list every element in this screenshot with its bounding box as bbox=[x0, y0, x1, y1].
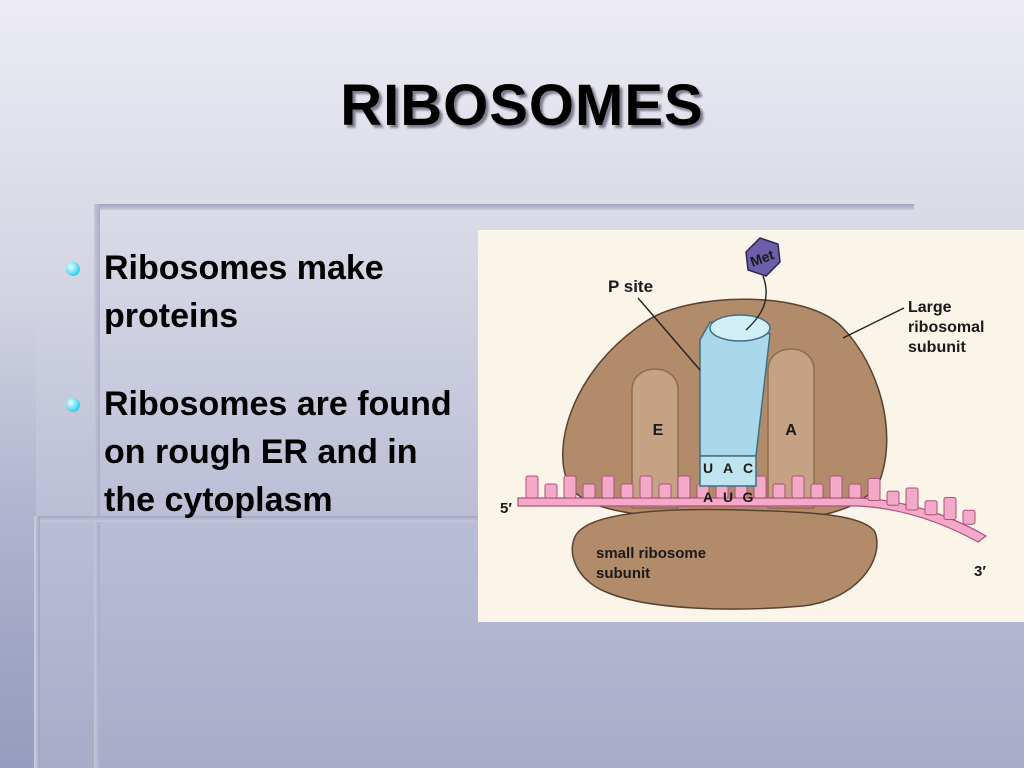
mrna-nucleotide bbox=[924, 500, 938, 516]
met-link-line bbox=[745, 275, 767, 331]
large-subunit-label-line1: Large bbox=[908, 299, 952, 316]
e-site-channel bbox=[631, 368, 679, 509]
trna bbox=[699, 314, 771, 487]
codon-label-u: U bbox=[723, 489, 733, 505]
small-subunit-shape bbox=[571, 508, 878, 610]
mrna-nucleotide bbox=[563, 475, 577, 499]
trna-top bbox=[709, 314, 771, 342]
mrna-nucleotide bbox=[639, 475, 653, 499]
mrna-backbone bbox=[517, 497, 988, 543]
mrna-nucleotide bbox=[943, 497, 957, 520]
ribosome-diagram: Met P site Large ribosomal subunit E A U… bbox=[478, 230, 1024, 622]
large-subunit-label-line3: subunit bbox=[908, 339, 966, 356]
met-hexagon-icon bbox=[745, 237, 781, 277]
three-prime-label: 3′ bbox=[974, 563, 986, 580]
mrna-nucleotide bbox=[658, 483, 672, 499]
large-subunit-label-line2: ribosomal bbox=[908, 319, 984, 336]
mrna-nucleotide bbox=[772, 483, 786, 499]
mrna-nucleotide bbox=[848, 483, 862, 499]
p-site-leader-line bbox=[637, 297, 701, 371]
a-site-label: A bbox=[785, 422, 797, 439]
bullet-text: Ribosomes make proteins bbox=[104, 249, 384, 335]
bullet-dot-icon bbox=[66, 262, 80, 276]
mrna-nucleotide bbox=[620, 483, 634, 499]
mrna-nucleotide bbox=[867, 478, 881, 501]
mrna-nucleotide bbox=[886, 490, 900, 506]
mrna-nucleotide bbox=[753, 475, 767, 499]
bullet-list: Ribosomes make proteins Ribosomes are fo… bbox=[62, 244, 472, 564]
anticodon-label-c: C bbox=[743, 460, 753, 476]
p-site-label: P site bbox=[608, 277, 653, 296]
mrna-nucleotide bbox=[810, 483, 824, 499]
five-prime-label: 5′ bbox=[500, 500, 512, 517]
mrna-nucleotide bbox=[791, 475, 805, 499]
bullet-text: Ribosomes are found on rough ER and in t… bbox=[104, 385, 452, 519]
mrna-nucleotide bbox=[525, 475, 539, 499]
mrna-nucleotide bbox=[677, 475, 691, 499]
mrna-nucleotide bbox=[544, 483, 558, 499]
bullet-item: Ribosomes make proteins bbox=[62, 244, 472, 340]
anticodon-label-u: U bbox=[703, 460, 713, 476]
bullet-dot-icon bbox=[66, 398, 80, 412]
bullet-item: Ribosomes are found on rough ER and in t… bbox=[62, 380, 472, 524]
mrna-nucleotide bbox=[601, 475, 615, 499]
decorative-bar-top bbox=[96, 204, 914, 210]
met-label: Met bbox=[748, 246, 776, 269]
decorative-bar-left bbox=[94, 204, 100, 768]
decorative-bar-lower-left bbox=[34, 516, 40, 768]
slide-title: RIBOSOMES bbox=[340, 73, 704, 138]
anticodon-strip bbox=[699, 455, 757, 487]
small-subunit-label-line2: subunit bbox=[596, 565, 650, 582]
e-site-label: E bbox=[653, 422, 664, 439]
codon-label-g: G bbox=[743, 489, 754, 505]
mrna-nucleotide bbox=[582, 483, 596, 499]
codon-label-a: A bbox=[703, 489, 713, 505]
anticodon-label-a: A bbox=[723, 460, 733, 476]
decorative-bar-lower bbox=[36, 516, 486, 522]
background-shade bbox=[0, 0, 36, 768]
mrna-nucleotide bbox=[962, 509, 976, 525]
mrna-nucleotide bbox=[905, 487, 919, 511]
ribosome-svg: Met P site Large ribosomal subunit E A U… bbox=[500, 237, 988, 610]
large-subunit-leader-line bbox=[842, 307, 905, 339]
small-subunit-label-line1: small ribosome bbox=[596, 545, 706, 562]
mrna-strand bbox=[517, 475, 988, 543]
mrna-nucleotide bbox=[829, 475, 843, 499]
a-site-channel bbox=[767, 348, 815, 509]
